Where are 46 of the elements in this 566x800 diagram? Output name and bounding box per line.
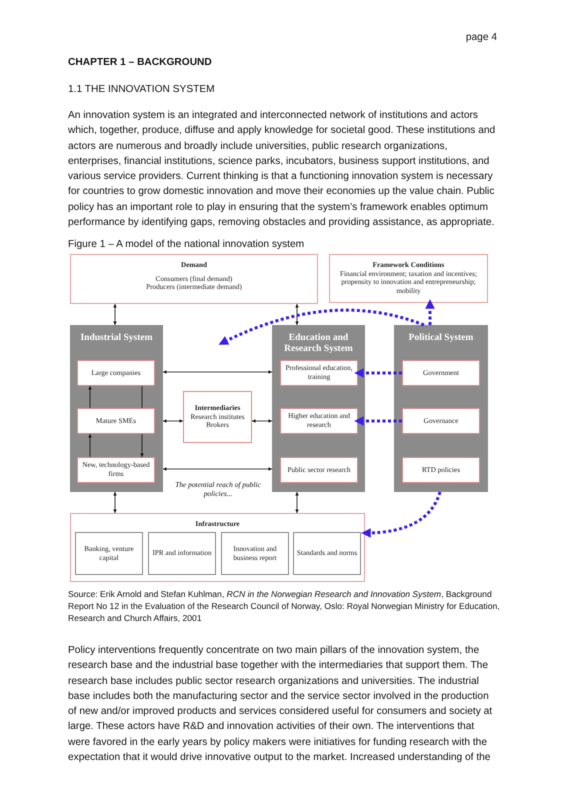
arrow <box>295 304 299 326</box>
actor-box <box>183 391 252 443</box>
component-box <box>221 532 289 575</box>
section-heading: 1.1 THE INNOVATION SYSTEM <box>68 83 216 97</box>
arrow <box>113 304 117 326</box>
actor-box <box>402 457 480 483</box>
arrow <box>162 419 184 423</box>
page-number: page 4 <box>464 31 497 45</box>
panel-heading: Education and Research System <box>283 333 354 354</box>
arrow <box>113 492 117 514</box>
actor-box <box>77 457 155 483</box>
actor-box <box>280 360 358 386</box>
system-box <box>70 254 318 304</box>
body-paragraph: Policy interventions frequently concentrate on two main pillars of the innovation system, the research base and the industrial base together with the intermediaries that support them. The research base includes public sector research organizations and universities. The industrial base includes both the manufacturing sector and the service sector involved in the production of new and/or improved products and services considered useful for consumers and society at large. These actors have R&D and innovation activities of their own. The interventions that were favored in the early years by policy makers were initiatives for funding research with the expectation that it would drive innovative output to the market. Increased understanding of the <box>68 644 494 766</box>
arrow <box>162 467 272 471</box>
panel-heading: Industrial System <box>80 333 153 344</box>
body-paragraph: An innovation system is an integrated and interconnected network of institutions and actors which, together, produce, diffuse and apply knowledge for societal good. These institutions and actors are numerous and broadly include universities, public research organizations, enterprises, financial institutions, science parks, incubators, business support institutions, and various service providers. Current thinking is that a functioning innovation system is necessary for countries to grow domestic innovation and move their economies up the value chain. Public policy has an important role to play in ensuring that the system’s framework enables optimum performance by identifying gaps, removing obstacles and providing assistance, as appropriate. <box>68 109 496 230</box>
chapter-heading: CHAPTER 1 – BACKGROUND <box>68 56 213 70</box>
actor-box <box>280 408 358 434</box>
figure-title: Figure 1 – A model of the national innovation system <box>68 238 306 252</box>
arrow <box>140 434 144 458</box>
system-panel <box>394 325 488 492</box>
system-box <box>329 254 488 303</box>
actor-box <box>280 457 358 483</box>
arrow <box>295 492 299 514</box>
system-panel <box>272 325 365 492</box>
actor-box <box>402 408 480 434</box>
source-caption: Source: Erik Arnold and Stefan Kuhlman, RCN in the Norwegian Research and Innovation System, Background Report No 12 in the Evaluation of the Research Council of Norway, Oslo: Royal Norwegian Ministry for Education, Research and Church Affairs, 2001 <box>68 588 500 624</box>
arrow <box>88 386 92 408</box>
dotted-arrow <box>361 492 442 538</box>
dotted-arrow <box>354 416 402 426</box>
dotted-arrow <box>354 368 402 378</box>
system-panel <box>70 325 163 492</box>
actor-box <box>402 360 480 386</box>
actor-box <box>77 408 155 434</box>
component-box <box>75 532 143 575</box>
actor-box <box>77 360 155 386</box>
arrow <box>162 370 272 374</box>
component-box <box>148 532 216 575</box>
arrow <box>252 419 272 423</box>
component-box <box>293 532 361 575</box>
panel-heading: Political System <box>408 333 474 344</box>
system-box <box>70 513 365 582</box>
dotted-arrow <box>218 308 424 345</box>
arrow <box>88 434 92 458</box>
dotted-arrow <box>425 299 435 325</box>
